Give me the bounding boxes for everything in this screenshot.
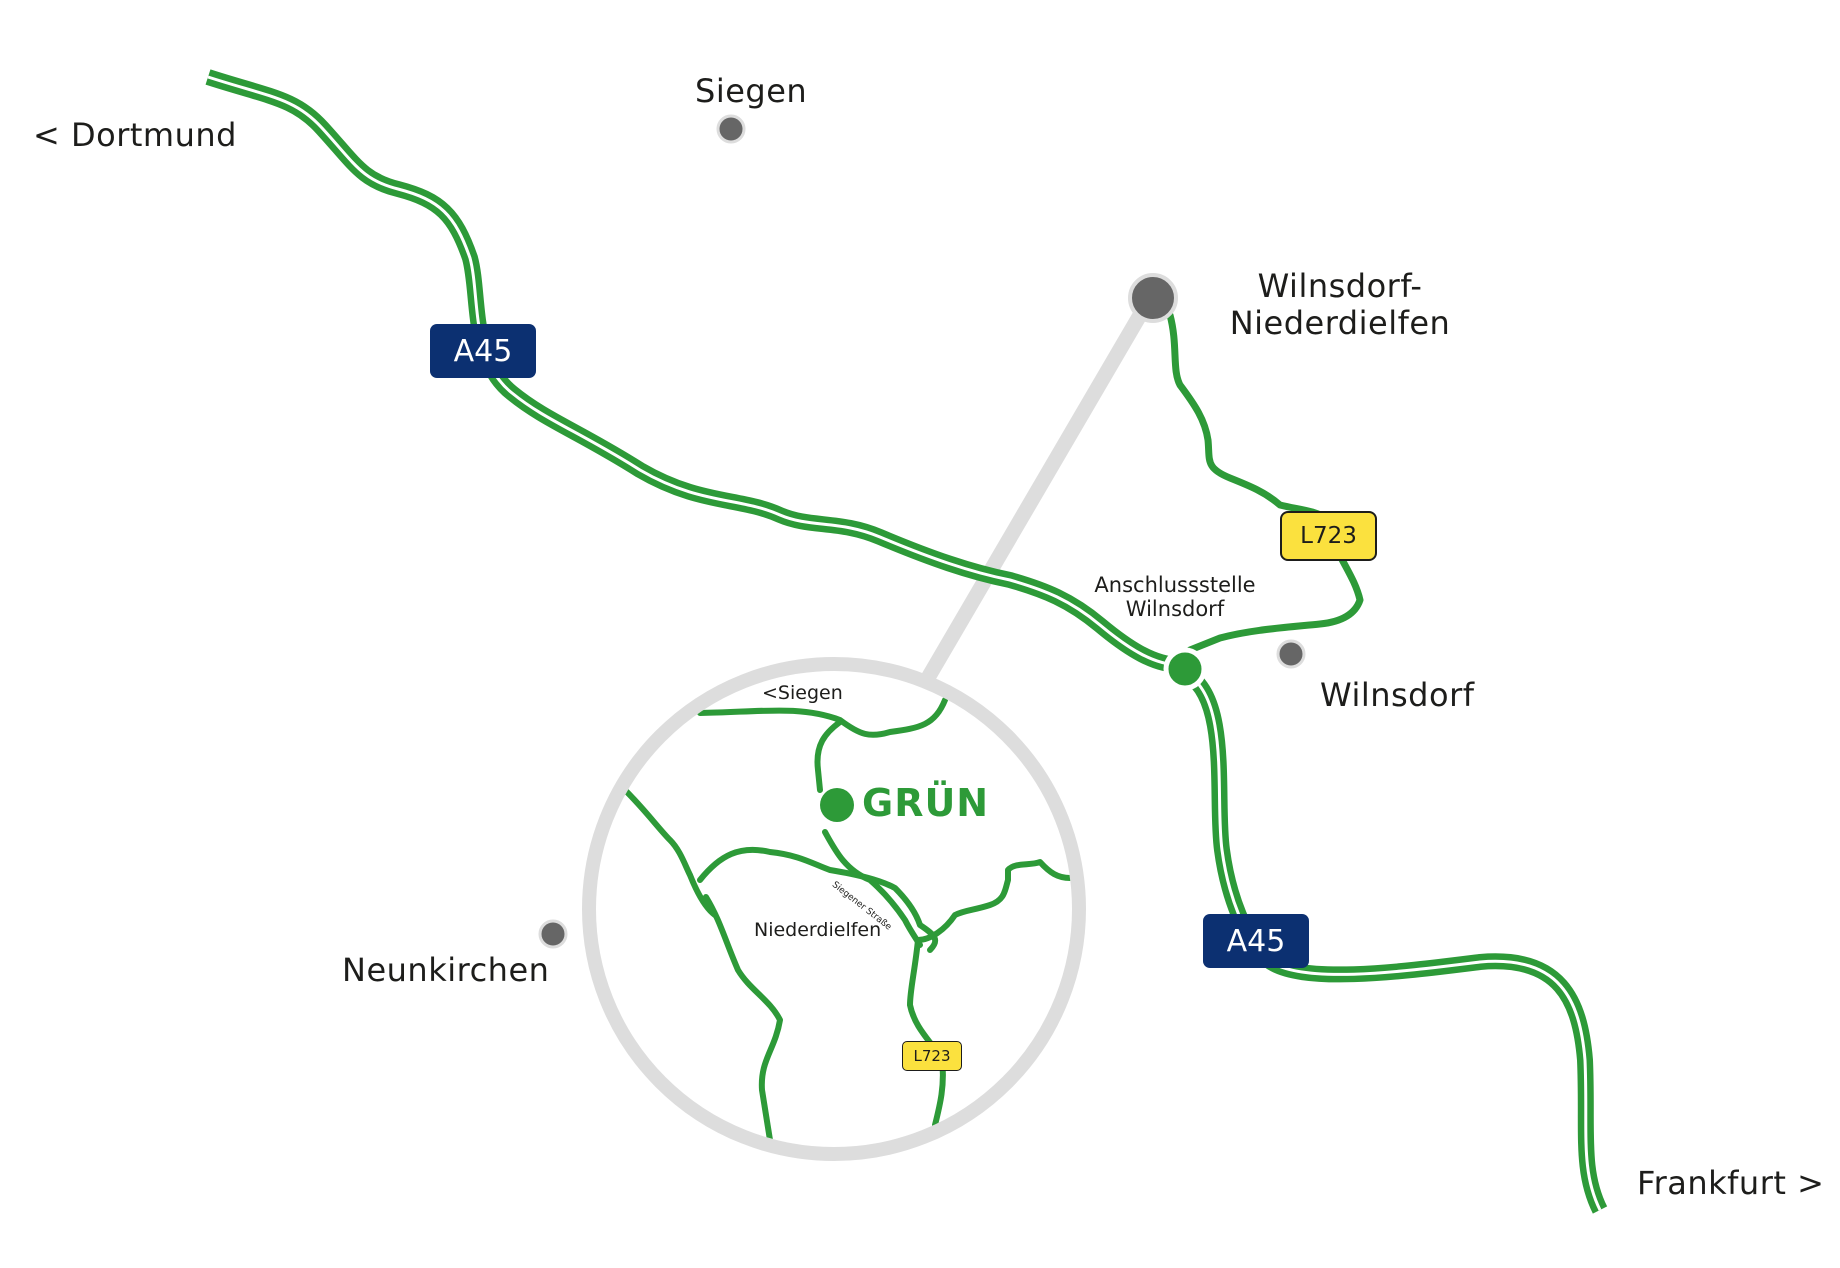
label-anschlussstelle: Anschlussstelle Wilnsdorf bbox=[1080, 573, 1270, 621]
grey-dot-icon bbox=[1128, 273, 1178, 323]
inset-label-niederdielfen: Niederdielfen bbox=[754, 919, 882, 941]
label-wilnsdorf: Wilnsdorf bbox=[1320, 676, 1475, 714]
label-anschlussstelle-line1: Anschlussstelle bbox=[1094, 573, 1256, 597]
label-wilnsdorf-niederdielfen: Wilnsdorf- Niederdielfen bbox=[1220, 268, 1460, 342]
grey-dot-icon bbox=[716, 114, 746, 144]
a45-north-shield: A45 bbox=[430, 324, 536, 378]
town-markers bbox=[538, 114, 1306, 949]
company-green-dot-icon bbox=[820, 788, 854, 822]
label-wilnsdorf-niederdielfen-line1: Wilnsdorf- bbox=[1257, 267, 1423, 305]
l723-inset-shield: L723 bbox=[902, 1041, 962, 1071]
inset-connector-line bbox=[917, 290, 1158, 691]
l723-road bbox=[1166, 311, 1364, 654]
junction-green-dot-icon bbox=[1163, 647, 1207, 691]
a45-motorway bbox=[205, 69, 1608, 1214]
brand-logo-grun: GRÜN bbox=[862, 781, 990, 825]
inset-label-siegen: <Siegen bbox=[762, 682, 843, 704]
label-anschlussstelle-line2: Wilnsdorf bbox=[1125, 597, 1225, 622]
grey-dot-icon bbox=[1276, 639, 1306, 669]
label-frankfurt: Frankfurt > bbox=[1637, 1164, 1825, 1202]
l723-shield: L723 bbox=[1280, 511, 1377, 561]
label-siegen: Siegen bbox=[695, 72, 808, 110]
grey-dot-icon bbox=[538, 919, 568, 949]
inset-ring bbox=[582, 657, 1086, 1161]
label-neunkirchen: Neunkirchen bbox=[342, 951, 550, 989]
inset-roads bbox=[622, 697, 1072, 1143]
a45-south-shield: A45 bbox=[1203, 914, 1309, 968]
label-dortmund: < Dortmund bbox=[33, 116, 237, 154]
label-wilnsdorf-niederdielfen-line2: Niederdielfen bbox=[1229, 303, 1451, 342]
